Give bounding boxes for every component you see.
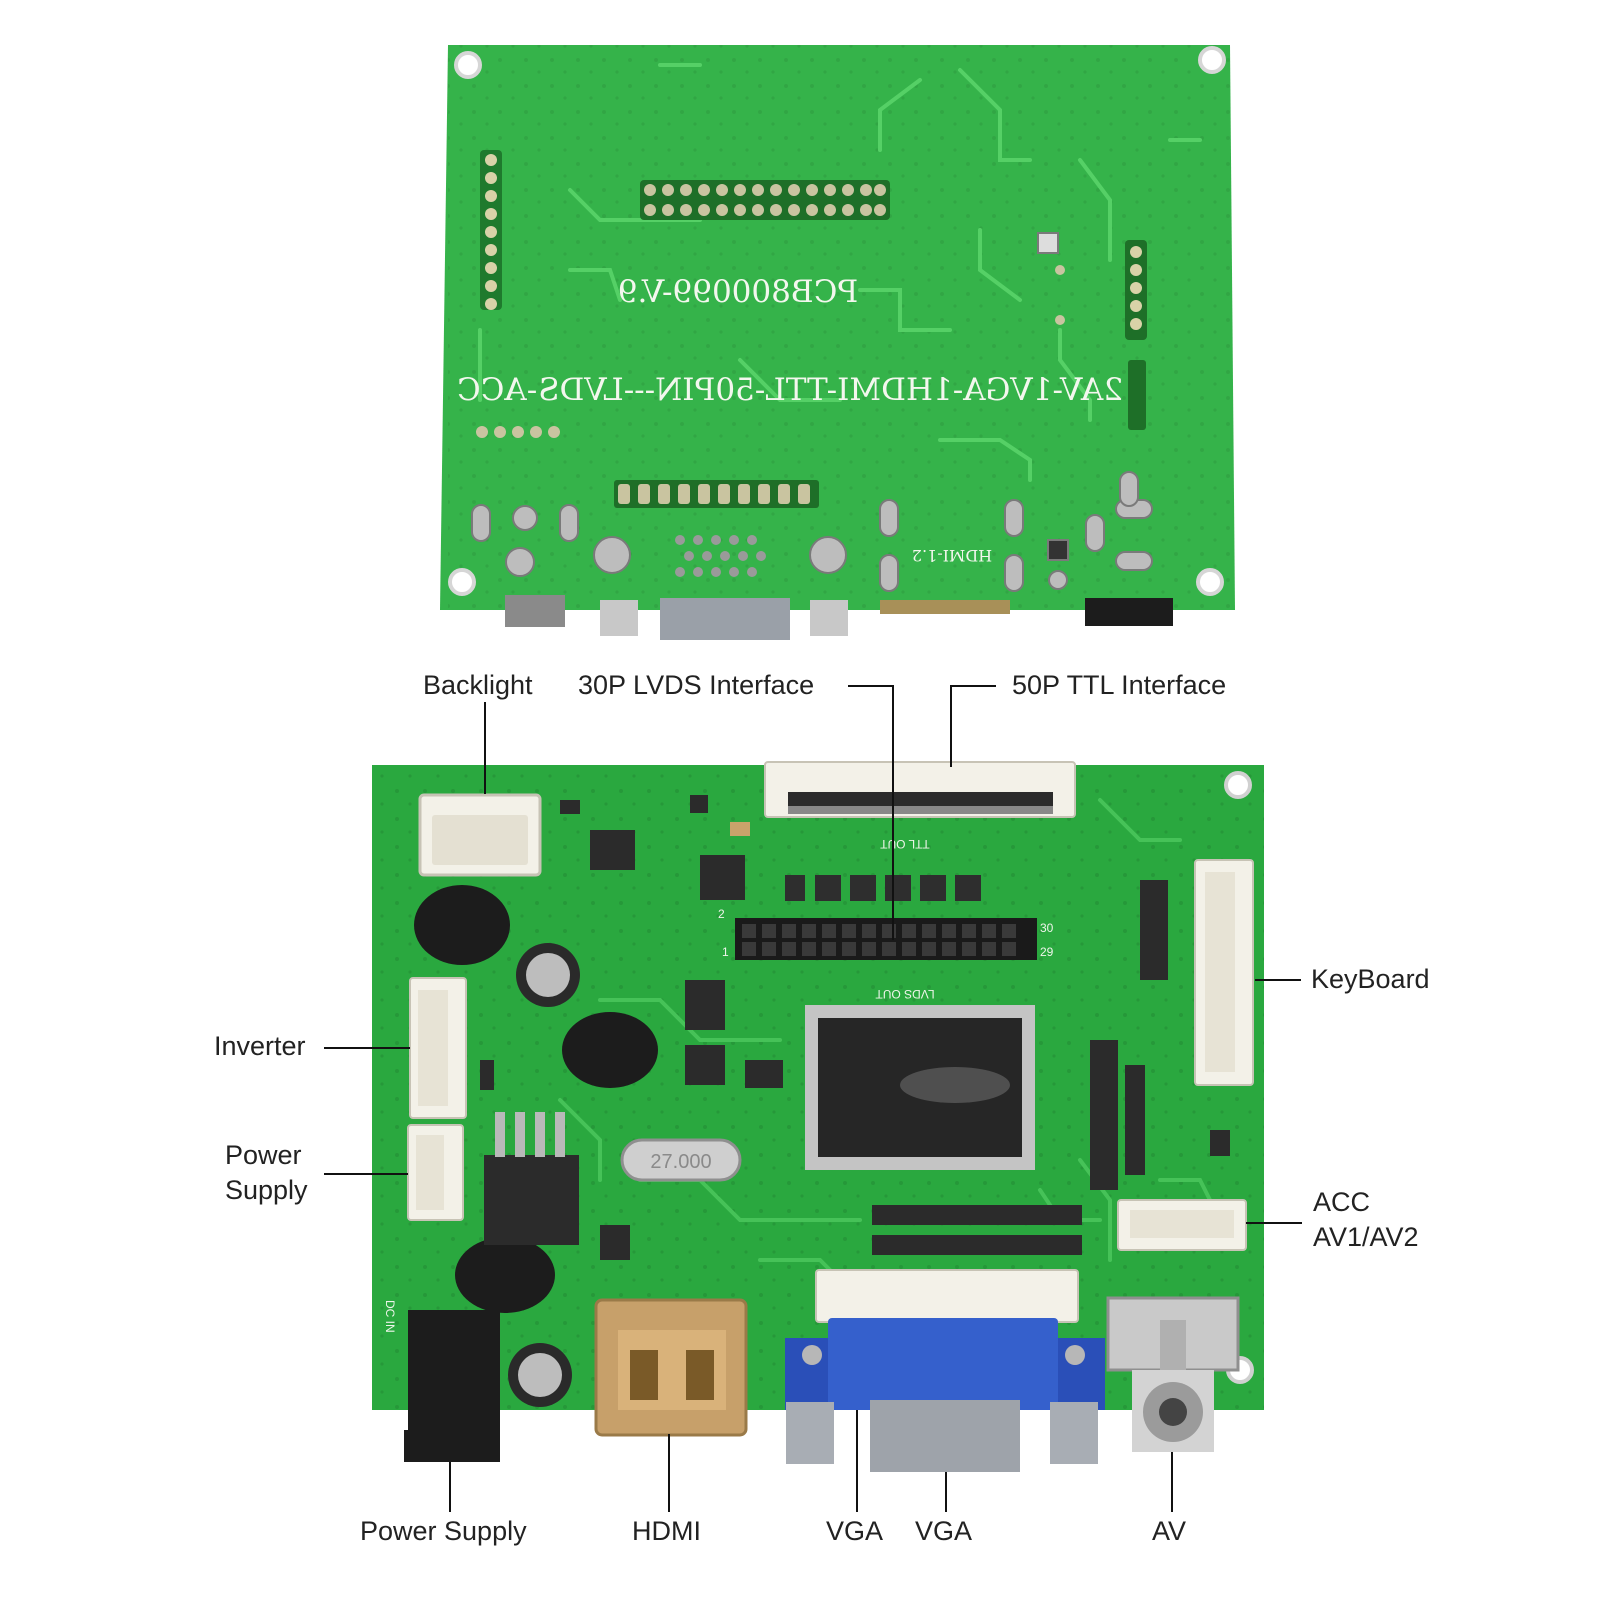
leader-vga-1	[856, 1410, 858, 1512]
hdmi-connector	[594, 1298, 748, 1437]
callout-av1-av2: AV1/AV2	[1313, 1222, 1419, 1252]
vga-pin-header	[815, 1269, 1079, 1323]
ttl-out-label: TTL OUT	[880, 837, 930, 851]
crystal-label: 27.000	[650, 1151, 711, 1173]
ttl-resistor-arrays	[785, 875, 981, 901]
back-board-photo: PCB800099-V.9 2AV-1VGA-1HDMI-TTL-50PIN--…	[440, 45, 1235, 640]
leader-inverter	[324, 1047, 410, 1049]
resistor-banks	[872, 880, 1168, 1255]
leader-power-bottom	[449, 1462, 451, 1512]
crystal-oscillator: 27.000	[620, 1138, 742, 1182]
inverter-connector	[409, 977, 467, 1119]
callout-vga-2: VGA	[915, 1516, 973, 1546]
leader-power-side	[324, 1173, 408, 1175]
leader-backlight	[484, 702, 486, 794]
back-model-label: 2AV-1VGA-1HDMI-TTL-50PIN---LVDS-ACC	[457, 372, 1123, 408]
mounting-holes-front	[1224, 771, 1254, 1384]
leader-acc	[1246, 1222, 1302, 1224]
back-center-header	[640, 180, 890, 220]
lvds-out-label: LVDS OUT	[875, 987, 935, 1001]
leader-av	[1171, 1452, 1173, 1512]
back-left-header	[480, 150, 502, 310]
callout-ttl-interface: 50P TTL Interface	[1012, 670, 1227, 700]
leader-vga-2	[945, 1472, 947, 1512]
main-controller-chip	[805, 1005, 1035, 1170]
leader-lvds-v	[892, 685, 894, 940]
dc-in-label: DC IN	[383, 1300, 397, 1333]
pin-29-label: 29	[1040, 945, 1054, 959]
callout-power-supply-bottom: Power Supply	[360, 1516, 527, 1546]
leader-keyboard	[1255, 979, 1301, 981]
callout-hdmi: HDMI	[632, 1516, 701, 1546]
av-rca-connector	[1106, 1296, 1240, 1452]
leader-ttl-h	[950, 685, 996, 687]
back-bottom-pads	[471, 232, 1153, 592]
pin-2-label: 2	[718, 907, 725, 921]
back-vga-pads	[614, 480, 819, 508]
callout-keyboard: KeyBoard	[1311, 964, 1430, 994]
back-traces	[478, 63, 1202, 482]
pin-1-label: 1	[722, 945, 729, 959]
back-hdmi-label: HDMI-1.2	[912, 546, 992, 565]
pin-30-label: 30	[1040, 921, 1054, 935]
inductors	[414, 885, 658, 1313]
leader-hdmi	[668, 1434, 670, 1512]
leader-ttl-v	[950, 685, 952, 767]
backlight-connector	[418, 793, 542, 877]
lvds-pin-header	[735, 918, 1037, 960]
power-supply-connector	[407, 1124, 464, 1221]
callout-inverter: Inverter	[214, 1031, 306, 1061]
lvds-fpc-connector	[764, 761, 1076, 818]
back-protruding-connectors	[505, 595, 1173, 640]
front-board-photo: TTL OUT 30 29 2	[372, 761, 1264, 1472]
vga-connector	[785, 1318, 1105, 1472]
keyboard-connector	[1194, 859, 1254, 1086]
back-right-header	[1125, 240, 1147, 430]
back-silkscreen: PCB800099-V.9 2AV-1VGA-1HDMI-TTL-50PIN--…	[457, 274, 1123, 565]
callout-acc: ACC	[1313, 1187, 1371, 1217]
dc-power-jack	[404, 1310, 500, 1462]
callout-backlight: Backlight	[423, 670, 533, 700]
acc-av-connector	[1117, 1199, 1247, 1251]
capacitors	[508, 943, 580, 1407]
leader-lvds-h	[848, 685, 894, 687]
callout-power-supply-line1: Power	[225, 1140, 302, 1170]
callout-av: AV	[1152, 1516, 1187, 1546]
back-vga-pin-cluster	[675, 535, 766, 577]
back-small-pads	[476, 265, 1065, 438]
voltage-regulator	[484, 1112, 579, 1245]
back-pcb-id-label: PCB800099-V.9	[618, 274, 858, 310]
smd-components	[480, 795, 1230, 1260]
callout-lvds-interface: 30P LVDS Interface	[578, 670, 815, 700]
mounting-holes-back	[448, 46, 1226, 596]
callout-vga-1: VGA	[826, 1516, 884, 1546]
callout-power-supply-line2: Supply	[225, 1175, 308, 1205]
